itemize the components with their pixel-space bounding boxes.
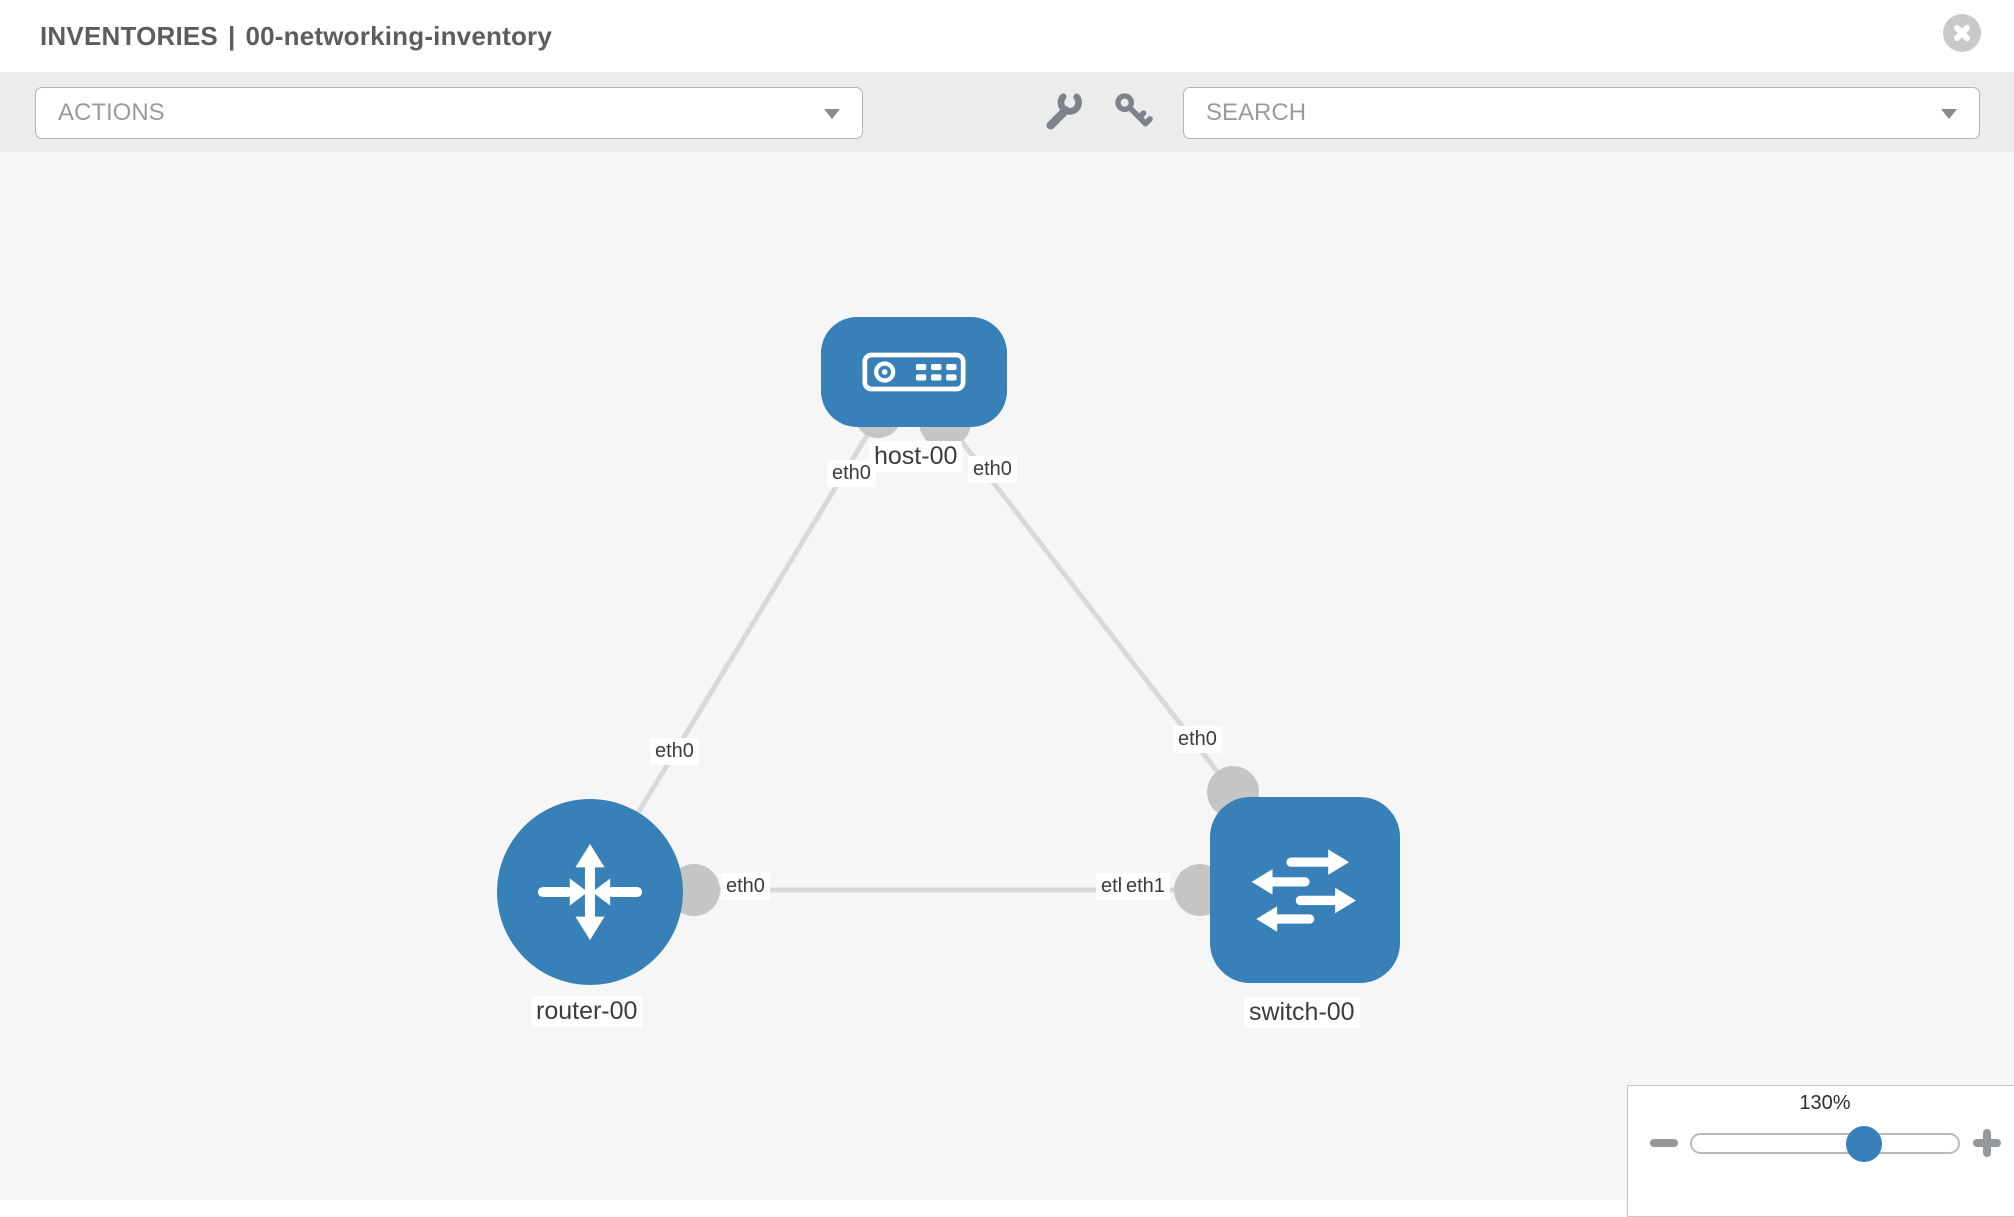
zoom-control-panel: 130% <box>1627 1085 2014 1217</box>
configure-button[interactable] <box>1043 91 1083 131</box>
breadcrumb-section: INVENTORIES <box>40 21 218 51</box>
chevron-down-icon <box>1941 109 1957 119</box>
zoom-slider[interactable] <box>1690 1133 1960 1154</box>
inventory-name: 00-networking-inventory <box>245 21 553 51</box>
zoom-in-button[interactable] <box>1973 1129 2001 1157</box>
header: INVENTORIES | 00-networking-inventory <box>0 0 2014 72</box>
node-label-host-00: host-00 <box>869 441 963 472</box>
search-dropdown[interactable]: SEARCH <box>1183 87 1980 139</box>
router-icon <box>537 843 643 941</box>
wrench-icon <box>1046 93 1082 130</box>
node-label-router-00: router-00 <box>531 996 643 1027</box>
topology-links-layer <box>587 390 1259 916</box>
interface-label-switch-eth0: eth0 <box>1173 726 1222 753</box>
zoom-level-value: 130% <box>1799 1092 1851 1114</box>
interface-label-host-eth0: eth0 <box>968 456 1017 483</box>
switch-icon <box>1251 849 1357 932</box>
actions-dropdown-label: ACTIONS <box>58 99 165 126</box>
interface-label-router-eth0: eth0 <box>721 873 770 900</box>
close-button[interactable] <box>1943 14 1981 52</box>
zoom-out-button[interactable] <box>1650 1139 1678 1147</box>
topology-canvas[interactable]: host-00 router-00 switch-00 eth0 eth0 et… <box>0 152 2014 1200</box>
plus-icon <box>1983 1129 1991 1157</box>
node-router-00[interactable] <box>497 799 683 985</box>
search-dropdown-label: SEARCH <box>1206 99 1307 126</box>
node-label-switch-00: switch-00 <box>1244 997 1360 1028</box>
key-icon <box>1115 93 1153 127</box>
interface-label-switch-eth1: eth1 <box>1121 873 1170 900</box>
toolbar: ACTIONS SEARCH <box>0 72 2014 153</box>
page-title: INVENTORIES | 00-networking-inventory <box>40 0 552 72</box>
zoom-slider-thumb[interactable] <box>1846 1126 1882 1162</box>
node-switch-00[interactable] <box>1210 797 1400 983</box>
interface-label-host-eth0: eth0 <box>827 460 876 487</box>
chevron-down-icon <box>824 109 840 119</box>
interface-label-router-eth0: eth0 <box>650 738 699 765</box>
host-icon <box>862 352 966 392</box>
node-host-00[interactable] <box>821 317 1007 427</box>
credentials-button[interactable] <box>1113 91 1153 131</box>
actions-dropdown[interactable]: ACTIONS <box>35 87 863 139</box>
breadcrumb-separator: | <box>227 21 236 51</box>
